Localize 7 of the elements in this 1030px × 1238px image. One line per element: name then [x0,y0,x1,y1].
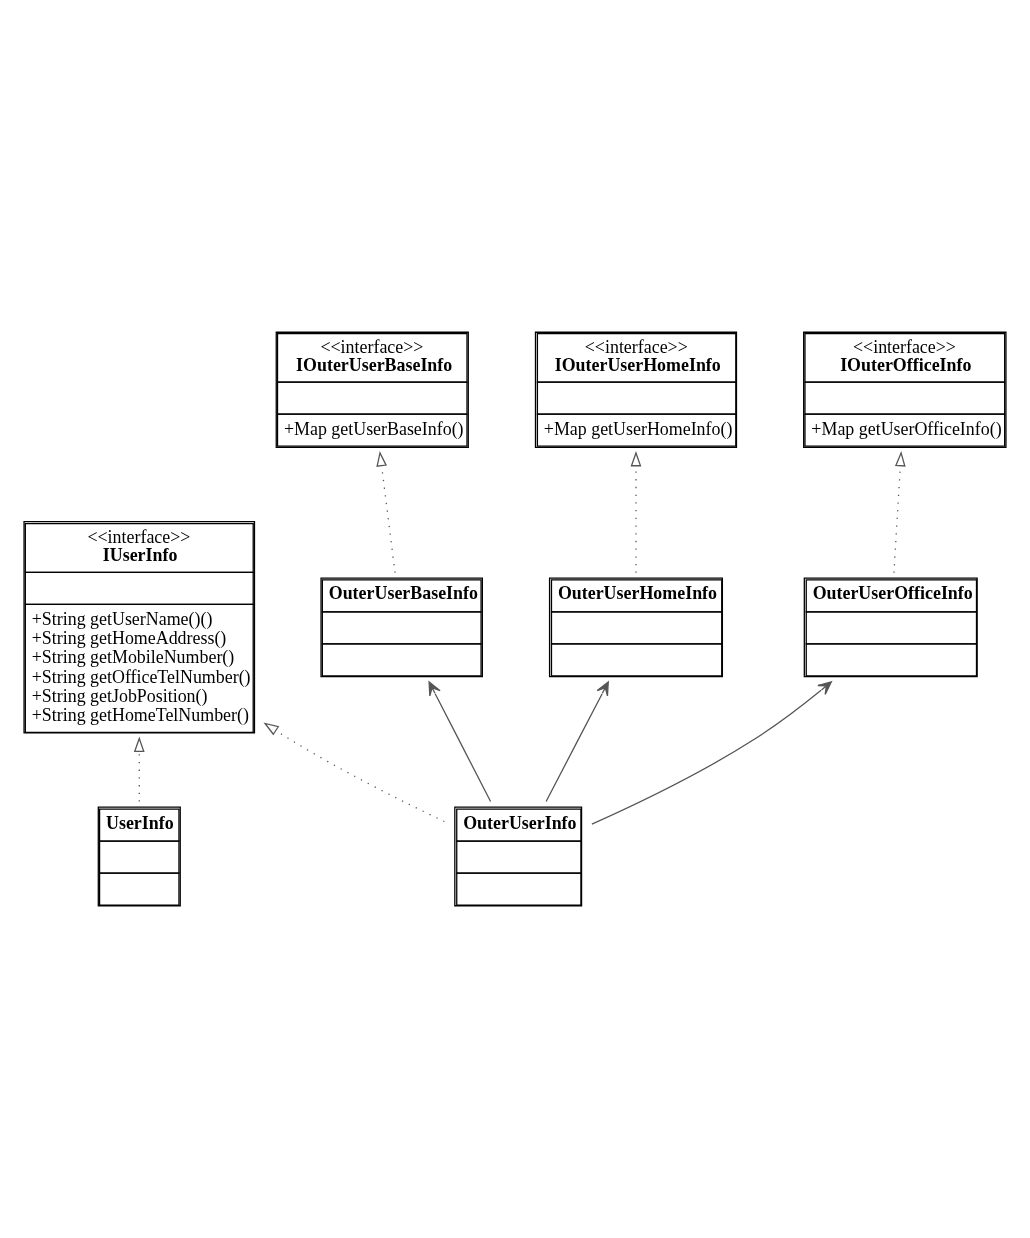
arrow [545,681,609,803]
arrow [376,451,396,574]
arrow [893,451,906,574]
arrow [591,681,832,825]
arrow [263,722,446,823]
arrow [428,681,492,803]
arrow [630,451,642,574]
